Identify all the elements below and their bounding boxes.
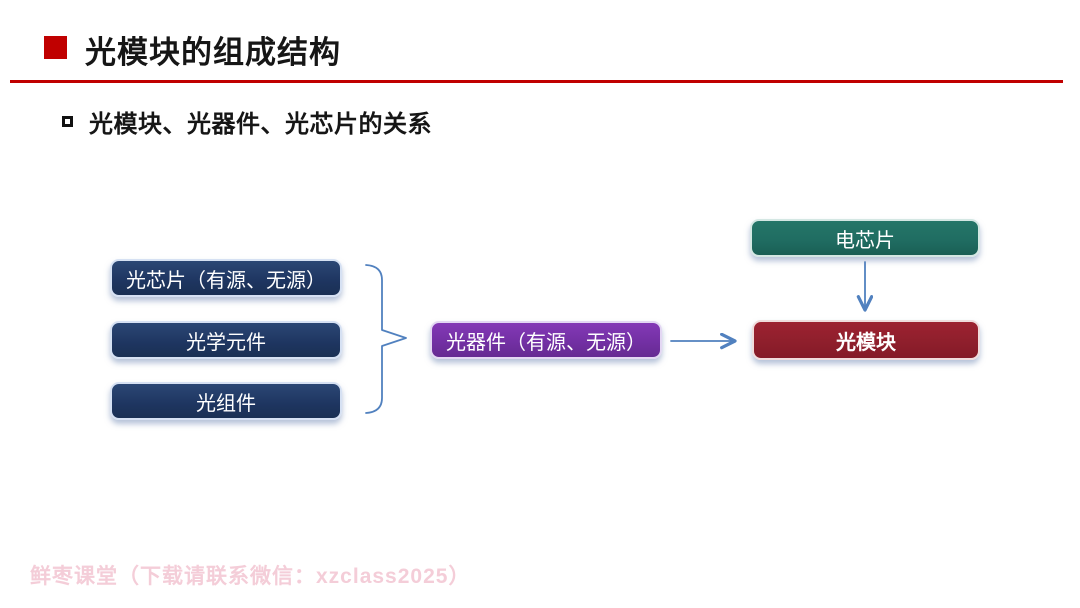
diagram-box-optical-elements: 光学元件 (110, 321, 342, 359)
diagram-box-optical-device: 光器件（有源、无源） (430, 321, 662, 359)
diagram-box-optical-assembly: 光组件 (110, 382, 342, 420)
diagram-box-optical-module: 光模块 (752, 320, 980, 360)
watermark-text: 鲜枣课堂（下载请联系微信：xzclass2025） (30, 565, 471, 588)
diagram-box-optical-chip: 光芯片（有源、无源） (110, 259, 342, 297)
section-subtitle: 光模块、光器件、光芯片的关系 (89, 111, 432, 138)
title-divider-line (10, 80, 1063, 83)
title-bullet-square-icon (44, 36, 67, 59)
diagram-box-electric-chip: 电芯片 (750, 219, 980, 257)
subtitle-bullet-square-icon (62, 116, 73, 127)
left-brace-connector (365, 264, 407, 414)
page-title: 光模块的组成结构 (85, 35, 341, 70)
